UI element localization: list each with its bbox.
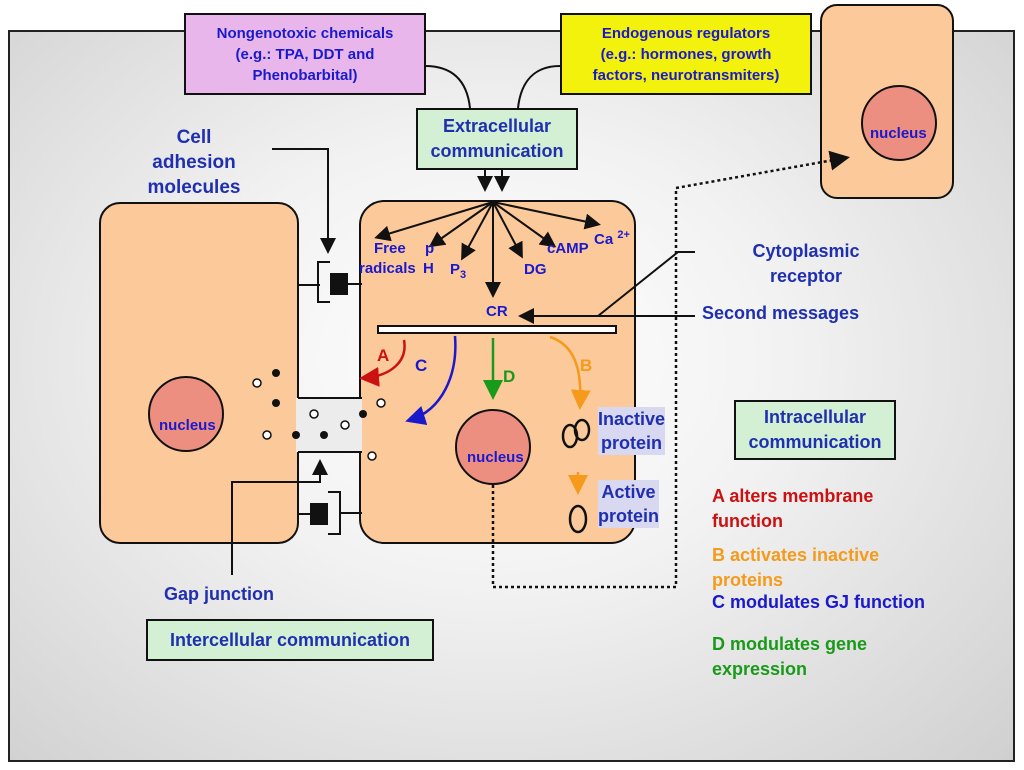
messenger-camp: cAMP: [547, 240, 589, 257]
cytoplasmic-receptor-label: Cytoplasmic receptor: [736, 239, 876, 289]
nongenotoxic-chemicals-box: Nongenotoxic chemicals (e.g.: TPA, DDT a…: [184, 13, 426, 95]
messenger-p: p: [425, 240, 435, 257]
intracellular-line-1: Intracellular: [763, 407, 867, 427]
legend-a-line-2: function: [712, 511, 783, 531]
legend-b: B activates inactive proteins: [712, 543, 879, 593]
messenger-h: H: [423, 260, 434, 277]
legend-b-line-2: proteins: [712, 570, 784, 590]
cell-adhesion-label: Cell adhesion molecules: [136, 125, 252, 200]
cell-adhesion-line-3: molecules: [147, 177, 241, 198]
legend-a-line-1: A alters membrane: [712, 486, 874, 506]
nongenotoxic-line-2: (e.g.: TPA, DDT and: [235, 45, 375, 63]
arrow-letter-b: B: [580, 356, 593, 375]
left-nucleus-label: nucleus: [159, 417, 216, 434]
extracellular-line-1: Extracellular: [442, 116, 552, 136]
inactive-protein-label: Inactive protein: [598, 407, 666, 455]
active-line-1: Active: [598, 480, 659, 504]
cell-adhesion-line-1: Cell: [176, 127, 212, 148]
adhesion-molecule-upper: [298, 261, 362, 303]
membrane-bar: [377, 325, 617, 334]
endogenous-line-2: (e.g.: hormones, growth: [600, 45, 772, 63]
main-nucleus: [455, 409, 531, 485]
arrow-letter-a: A: [377, 346, 390, 365]
messenger-p3: P3: [450, 261, 466, 281]
active-line-2: protein: [598, 504, 659, 528]
nongenotoxic-line-1: Nongenotoxic chemicals: [216, 24, 394, 42]
messenger-ca: Ca 2+: [594, 229, 630, 248]
extracellular-communication-box: Extracellular communication: [416, 108, 578, 170]
second-messages-label: Second messages: [702, 303, 860, 323]
arrow-letter-c: C: [415, 356, 428, 375]
messenger-free: Free: [374, 240, 406, 257]
intercellular-communication-box: Intercellular communication: [146, 619, 434, 661]
legend-a: A alters membrane function: [712, 484, 873, 534]
inactive-protein-shape: [561, 418, 591, 449]
gap-junction-particles: [252, 369, 386, 461]
inactive-line-1: Inactive: [598, 407, 666, 431]
messenger-p3-sub: 3: [460, 269, 467, 281]
top-right-nucleus: [861, 85, 937, 161]
legend-b-line-1: B activates inactive: [712, 545, 880, 565]
gap-junction-label: Gap junction: [164, 584, 274, 604]
cell-adhesion-line-2: adhesion: [152, 152, 236, 173]
cytoplasmic-line-2: receptor: [769, 266, 843, 286]
legend-c: C modulates GJ function: [712, 592, 926, 612]
messenger-ca-main: Ca: [594, 231, 614, 248]
intercellular-label: Intercellular communication: [169, 629, 411, 650]
messenger-radicals: radicals: [359, 260, 416, 277]
extracellular-line-2: communication: [430, 141, 564, 161]
messenger-p3-main: P: [450, 261, 461, 278]
gap-channel: [296, 398, 362, 452]
cytoplasmic-line-1: Cytoplasmic: [752, 241, 860, 261]
legend-d: D modulates gene expression: [712, 632, 867, 682]
nongenotoxic-line-3: Phenobarbital): [252, 66, 358, 84]
endogenous-line-3: factors, neurotransmiters): [592, 66, 780, 84]
endogenous-line-1: Endogenous regulators: [601, 24, 771, 42]
intracellular-communication-box: Intracellular communication: [734, 400, 896, 460]
active-protein-label: Active protein: [598, 480, 659, 528]
messenger-dg: DG: [524, 261, 547, 278]
inactive-line-2: protein: [598, 431, 666, 455]
endogenous-regulators-box: Endogenous regulators (e.g.: hormones, g…: [560, 13, 812, 95]
active-protein-shape: [568, 504, 588, 534]
adhesion-molecule-lower: [298, 491, 362, 535]
left-cell: [99, 202, 299, 544]
top-right-nucleus-label: nucleus: [870, 125, 927, 142]
arrow-letter-d: D: [503, 367, 516, 386]
legend-d-line-2: expression: [712, 659, 808, 679]
messenger-ca-sup: 2+: [617, 229, 630, 241]
messenger-fan-arrows: [374, 201, 601, 298]
cr-label: CR: [486, 303, 508, 320]
left-nucleus: [148, 376, 224, 452]
main-nucleus-label: nucleus: [467, 449, 524, 466]
intracellular-line-2: communication: [748, 432, 882, 452]
legend-d-line-1: D modulates gene: [712, 634, 868, 654]
